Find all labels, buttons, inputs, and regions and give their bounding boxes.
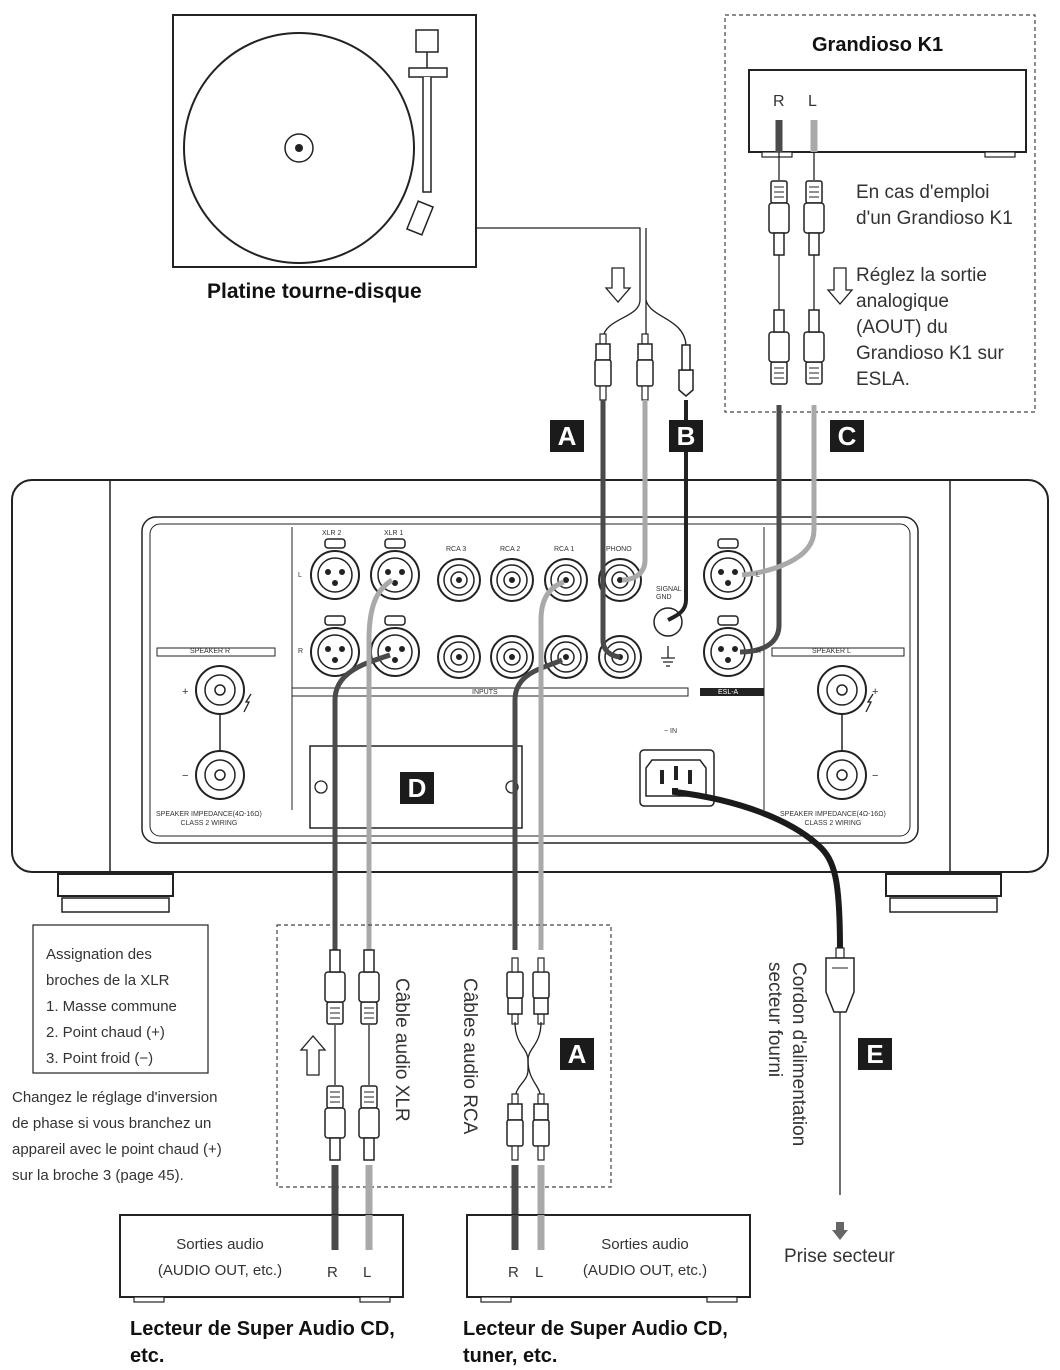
badge-a-rca: A (560, 1038, 594, 1070)
source-left-line: (AUDIO OUT, etc.) (157, 1262, 283, 1279)
xlr-pin-item: 1. Masse commune (46, 998, 177, 1015)
rca2-label: RCA 2 (500, 546, 521, 553)
xlr2-label: XLR 2 (322, 530, 342, 537)
source-left-r: R (327, 1264, 338, 1281)
badge-e-power: E (858, 1038, 892, 1070)
badge-a-phono: A (550, 420, 584, 452)
impedance-left: SPEAKER IMPEDANCE(4Ω-16Ω) CLASS 2 WIRING (156, 810, 262, 828)
xlr-pin-title-line: broches de la XLR (46, 972, 170, 989)
power-cord-line: Cordon d'alimentation (788, 962, 809, 1147)
source-right-label: Lecteur de Super Audio CD, tuner, etc. (463, 1316, 728, 1370)
phase-note-line: appareil avec le point chaud (+) (12, 1141, 222, 1158)
xlr-pin-item: 3. Point froid (−) (46, 1050, 154, 1067)
rca-cable-label: Câbles audio RCA (459, 978, 480, 1135)
signal-gnd-line: SIGNAL (656, 586, 682, 593)
speaker-r-minus: − (182, 770, 189, 782)
badge-c-esla: C (830, 420, 864, 452)
xlr1-label: XLR 1 (384, 530, 404, 537)
speaker-l-plus: + (872, 686, 879, 698)
badge-d-slot: D (400, 772, 434, 804)
source-left-line: Sorties audio (176, 1236, 264, 1253)
source-right-label-line: Lecteur de Super Audio CD, (463, 1318, 728, 1340)
k1-note-1: En cas d'emploi d'un Grandioso K1 (856, 180, 1013, 232)
source-right-line: Sorties audio (601, 1236, 689, 1253)
xlr-pin-text: Assignation des broches de la XLR 1. Mas… (46, 942, 177, 1072)
source-left-label: Lecteur de Super Audio CD, etc. (130, 1316, 395, 1370)
amplifier-rear-panel (11, 479, 1049, 913)
side-r-label: R (298, 648, 304, 655)
impedance-line: CLASS 2 WIRING (804, 820, 862, 827)
phono-cable (476, 227, 694, 401)
power-cord-label: Cordon d'alimentation secteur fourni (762, 962, 810, 1146)
source-left-text: Sorties audio (AUDIO OUT, etc.) (150, 1232, 290, 1284)
source-right-text: Sorties audio (AUDIO OUT, etc.) (575, 1232, 715, 1284)
k1-note-2-line: Réglez la sortie (856, 265, 987, 286)
amp-cables (332, 400, 843, 951)
impedance-line: CLASS 2 WIRING (180, 820, 238, 827)
k1-r-label: R (773, 93, 785, 110)
source-left-l: L (363, 1264, 372, 1281)
k1-note-2-line: ESLA. (856, 369, 910, 390)
phase-note-line: Changez le réglage d'inversion (12, 1089, 218, 1106)
k1-note-2: Réglez la sortie analogique (AOUT) du Gr… (856, 263, 1004, 393)
speaker-l-minus: − (872, 770, 879, 782)
k1-note-2-line: (AOUT) du (856, 317, 948, 338)
source-right-r: R (508, 1264, 519, 1281)
badge-b-ground: B (669, 420, 703, 452)
phase-note: Changez le réglage d'inversion de phase … (12, 1085, 222, 1189)
signal-gnd-label: SIGNAL GND (656, 586, 682, 602)
rca1-label: RCA 1 (554, 546, 575, 553)
phono-label: PHONO (606, 546, 632, 553)
source-right-l: L (535, 1264, 544, 1281)
turntable-label: Platine tourne-disque (207, 280, 422, 303)
phase-note-line: sur la broche 3 (page 45). (12, 1167, 184, 1184)
xlr-pin-title-line: Assignation des (46, 946, 152, 963)
k1-title: Grandioso K1 (812, 34, 944, 56)
power-plug (825, 947, 855, 1240)
signal-gnd-line: GND (656, 594, 672, 601)
k1-note-1-line: En cas d'emploi (856, 182, 990, 203)
k1-l-label: L (808, 93, 817, 110)
speaker-r-label: SPEAKER R (190, 648, 231, 655)
impedance-right: SPEAKER IMPEDANCE(4Ω-16Ω) CLASS 2 WIRING (780, 810, 886, 828)
speaker-r-plus: + (182, 686, 189, 698)
xlr-pin-item: 2. Point chaud (+) (46, 1024, 165, 1041)
speaker-l-label: SPEAKER L (812, 648, 851, 655)
ac-in-label: ~ IN (664, 728, 678, 735)
esla-label: ESL-A (718, 689, 739, 696)
outlet-label: Prise secteur (784, 1246, 895, 1267)
source-right-line: (AUDIO OUT, etc.) (582, 1262, 708, 1279)
xlr-pin-box (32, 924, 209, 1074)
k1-note-2-line: Grandioso K1 sur (856, 343, 1004, 364)
xlr-cable-label: Câble audio XLR (391, 978, 412, 1122)
impedance-line: SPEAKER IMPEDANCE(4Ω-16Ω) (780, 811, 886, 818)
side-l-label: L (298, 572, 302, 579)
rca3-label: RCA 3 (446, 546, 467, 553)
source-left-label-line: etc. (130, 1345, 165, 1367)
grandioso-k1-section (724, 14, 1036, 413)
source-left-label-line: Lecteur de Super Audio CD, (130, 1318, 395, 1340)
k1-note-1-line: d'un Grandioso K1 (856, 208, 1013, 229)
k1-note-2-line: analogique (856, 291, 949, 312)
inputs-label: INPUTS (472, 689, 498, 696)
source-devices (119, 1214, 751, 1303)
esla-l-label: L (756, 572, 760, 579)
power-cord-line: secteur fourni (764, 962, 785, 1078)
esla-r-label: R (756, 648, 762, 655)
impedance-line: SPEAKER IMPEDANCE(4Ω-16Ω) (156, 811, 262, 818)
turntable (172, 14, 477, 268)
phase-note-line: de phase si vous branchez un (12, 1115, 212, 1132)
cable-box (276, 924, 612, 1188)
source-right-label-line: tuner, etc. (463, 1345, 558, 1367)
